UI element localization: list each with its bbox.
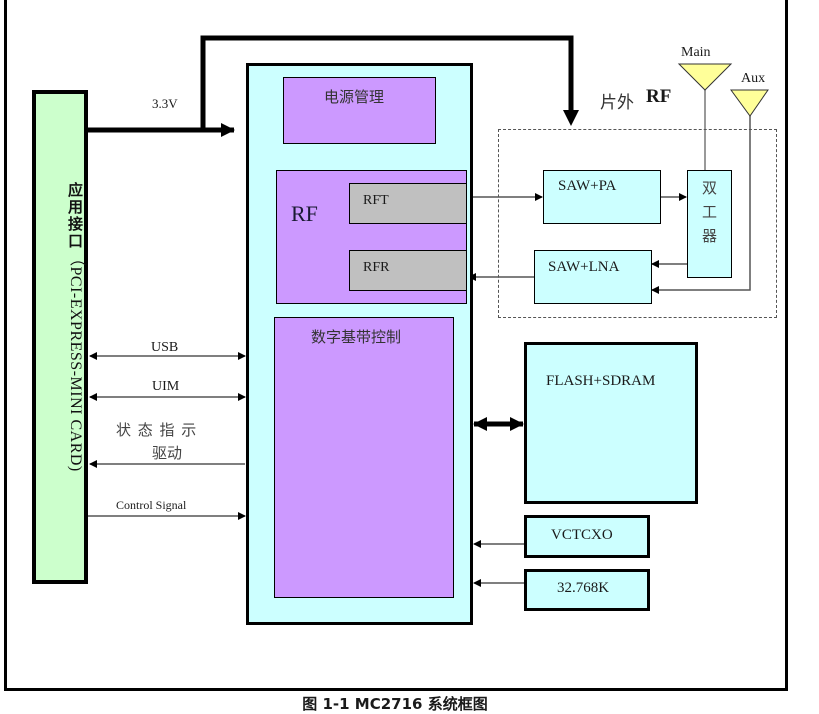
vctcxo-label: VCTCXO — [551, 527, 613, 543]
duplexer-char-1: 双 — [702, 179, 718, 197]
clock-label: 32.768K — [557, 580, 610, 596]
rfr-block: RFR — [349, 250, 467, 291]
memory-block: FLASH+SDRAM — [524, 342, 698, 504]
control-signal-label: Control Signal — [116, 498, 187, 512]
baseband-block: 数字基带控制 — [274, 317, 454, 598]
power-arrow-rf — [563, 110, 579, 126]
clock-block: 32.768K — [524, 569, 650, 611]
interface-label: 应用接口（PCI-EXPRESS-MINI CARD) — [36, 182, 84, 472]
memory-label: FLASH+SDRAM — [546, 373, 656, 389]
external-rf-title-cn: 片外 — [600, 93, 634, 113]
status-label-line2: 驱动 — [152, 444, 183, 462]
rfr-label: RFR — [363, 260, 390, 275]
external-rf-region — [498, 129, 777, 318]
saw-pa-block: SAW+PA — [543, 170, 661, 224]
vctcxo-block: VCTCXO — [524, 515, 650, 558]
duplexer-char-3: 器 — [702, 227, 718, 245]
rf-label: RF — [291, 201, 318, 226]
duplexer-block: 双 工 器 — [687, 170, 732, 278]
power-management-block: 电源管理 — [283, 77, 436, 144]
duplexer-char-2: 工 — [702, 203, 718, 221]
rft-block: RFT — [349, 183, 467, 224]
application-interface-block: 应用接口（PCI-EXPRESS-MINI CARD) — [32, 90, 88, 584]
baseband-label: 数字基带控制 — [311, 328, 402, 346]
saw-lna-block: SAW+LNA — [534, 250, 652, 304]
antenna-aux-icon — [730, 89, 769, 117]
uim-label: UIM — [152, 379, 180, 394]
interface-title-cn: 应用接口 — [66, 182, 84, 250]
status-label-line1: 状 态 指 示 — [116, 421, 198, 439]
power-management-label: 电源管理 — [324, 88, 385, 106]
antenna-main-label: Main — [681, 45, 711, 60]
aux-to-lna-line — [651, 116, 751, 294]
rft-label: RFT — [363, 193, 389, 208]
diagram-frame — [4, 0, 788, 691]
power-line-to-rf — [200, 35, 574, 130]
antenna-aux-label: Aux — [741, 71, 766, 86]
saw-lna-label: SAW+LNA — [548, 259, 620, 275]
usb-label: USB — [151, 340, 179, 355]
figure-caption: 图 1-1 MC2716 系统框图 — [302, 695, 488, 713]
voltage-label: 3.3V — [152, 96, 178, 111]
antenna-main-icon — [677, 63, 733, 91]
interface-title-en: （PCI-EXPRESS-MINI CARD) — [67, 250, 84, 472]
external-rf-title-en: RF — [646, 86, 672, 107]
saw-pa-label: SAW+PA — [558, 178, 617, 194]
